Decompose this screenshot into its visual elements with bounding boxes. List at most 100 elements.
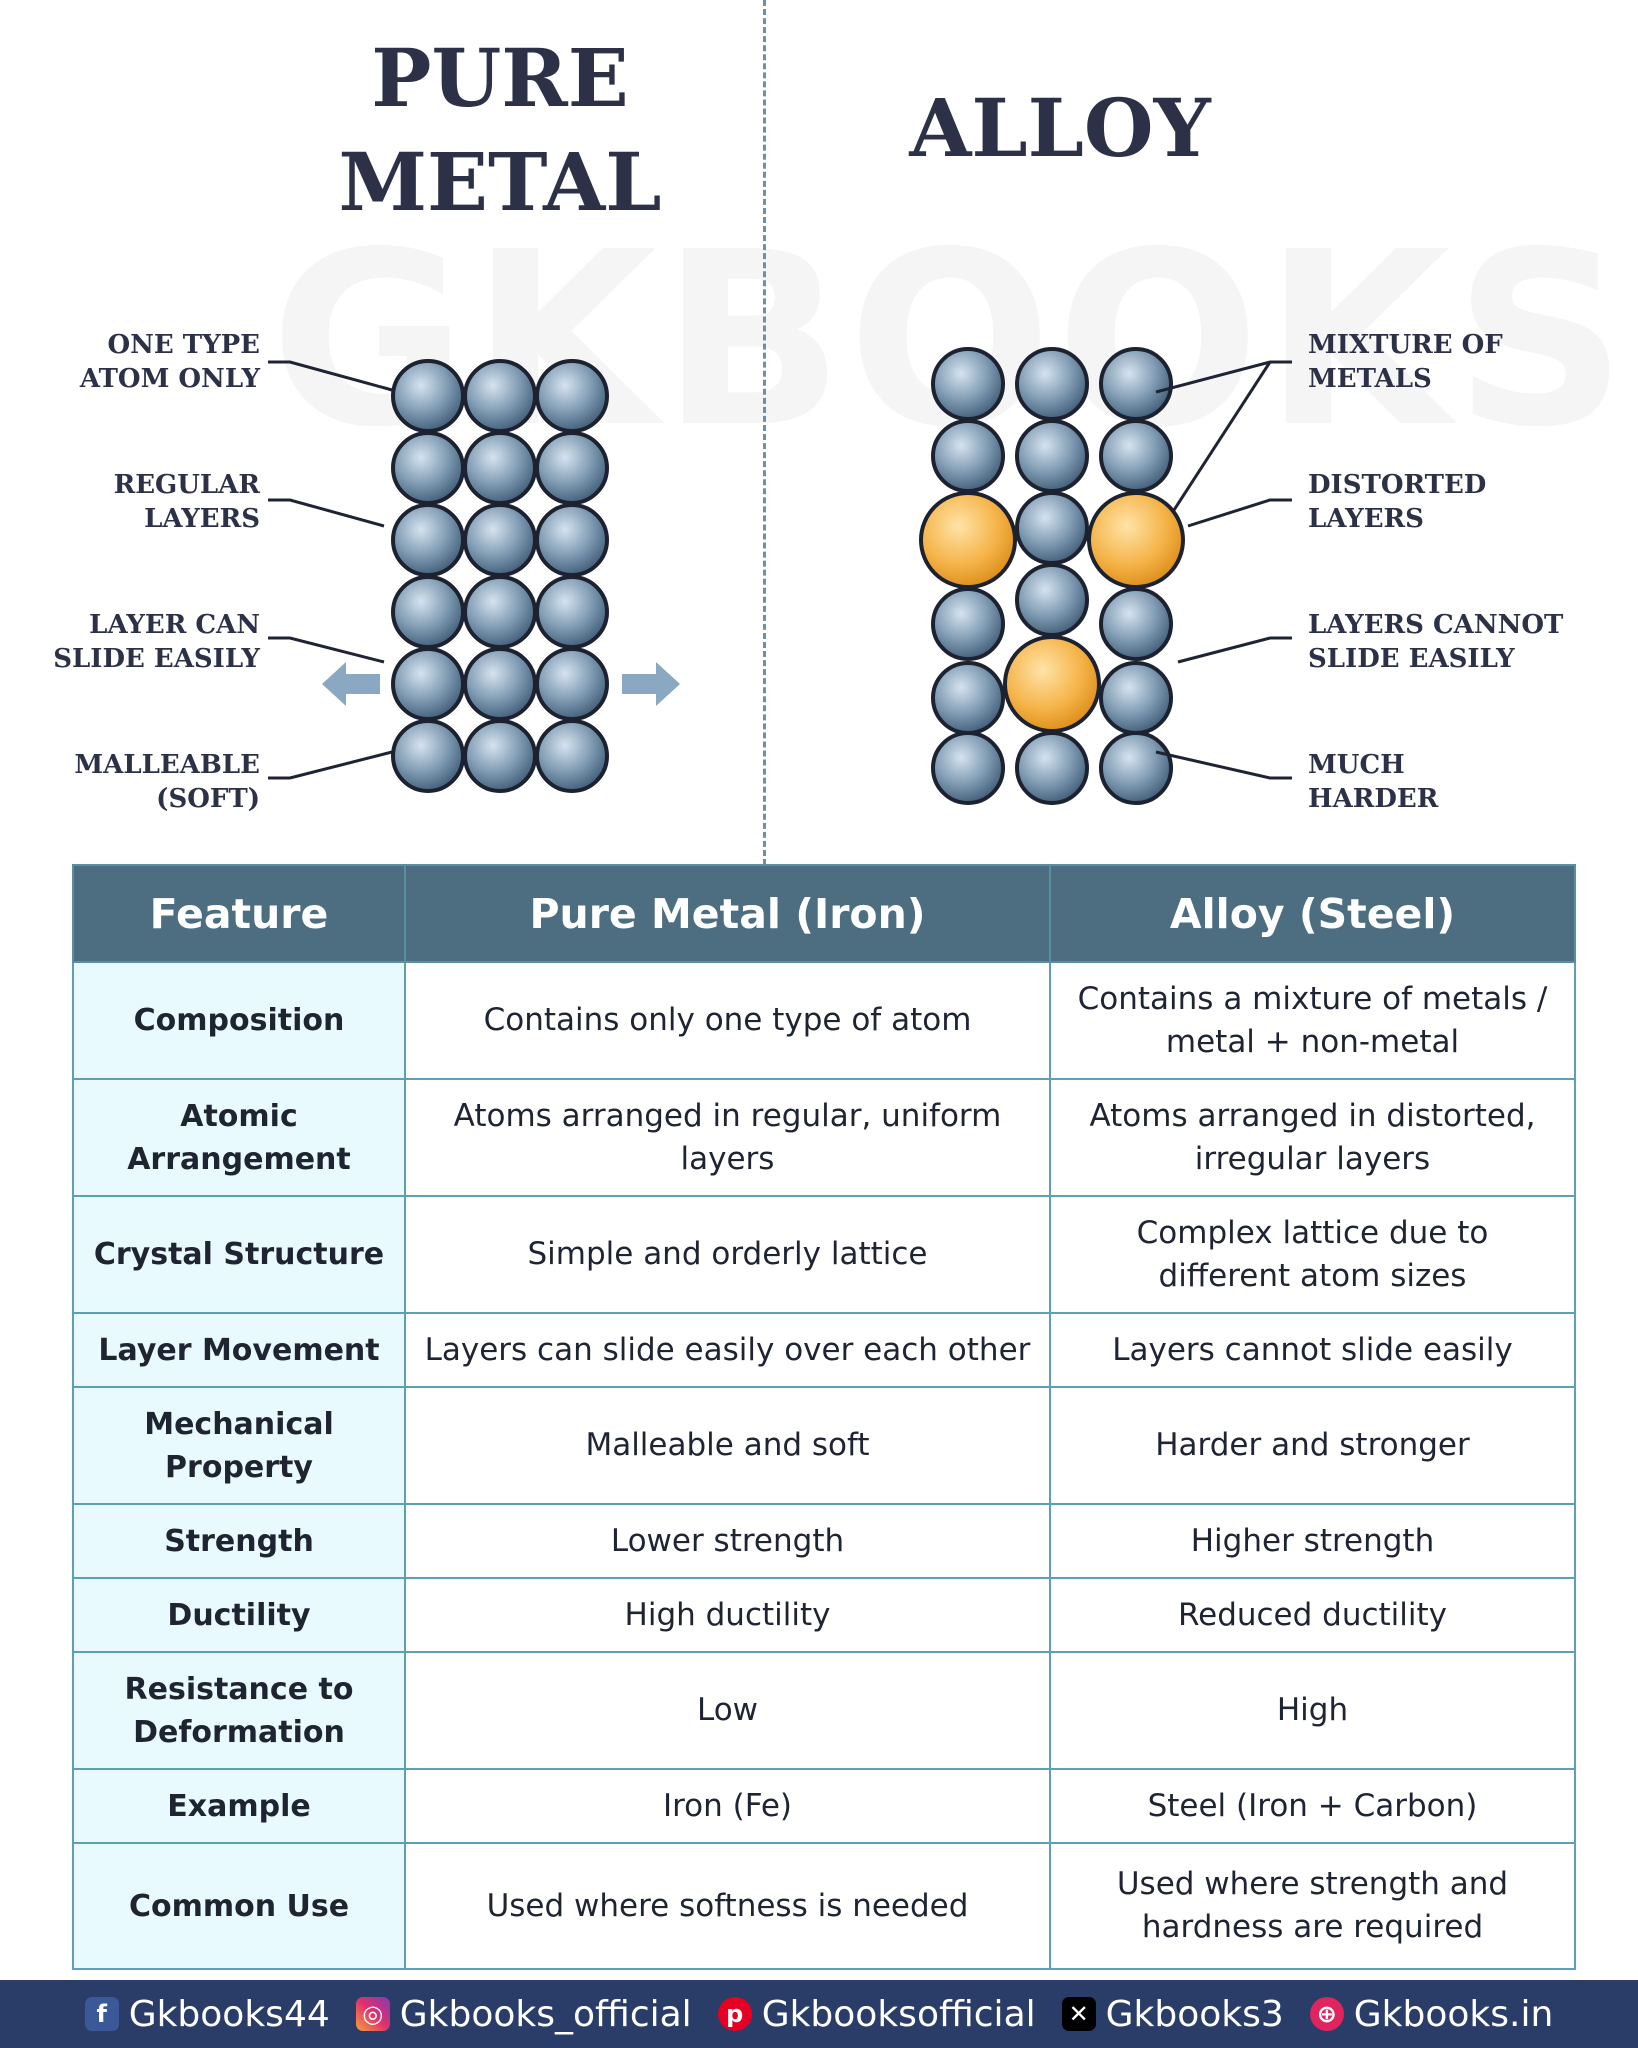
feature-cell: Layer Movement [72, 1312, 406, 1388]
left-arrow-icon [322, 662, 380, 706]
feature-cell: Mechanical Property [72, 1386, 406, 1505]
alloy-atom [1087, 491, 1185, 589]
metal-atom [463, 575, 537, 649]
leader-line [268, 636, 385, 664]
alloy-cell: Steel (Iron + Carbon) [1049, 1768, 1576, 1844]
feature-cell: Common Use [72, 1842, 406, 1970]
social-x[interactable]: ✕ Gkbooks3 [1061, 1994, 1284, 2035]
metal-atom [1099, 731, 1173, 805]
metal-atom [1015, 419, 1089, 493]
metal-atom [1015, 491, 1089, 565]
pure-metal-cell: Simple and orderly lattice [404, 1195, 1051, 1314]
alloy-cell: Higher strength [1049, 1503, 1576, 1579]
alloy-cell: High [1049, 1651, 1576, 1770]
callout-regular-layers: REGULAR LAYERS [113, 470, 260, 534]
callout-mixture-of-metals: MIXTURE OF METALS [1308, 330, 1503, 394]
callout-distorted-layers: DISTORTED LAYERS [1308, 470, 1487, 534]
header-pure-metal: Pure Metal (Iron) [404, 864, 1051, 963]
facebook-icon: f [84, 1997, 119, 2031]
leader-line [1177, 636, 1292, 664]
alloy-cell: Contains a mixture of metals / metal + n… [1049, 961, 1576, 1080]
comparison-table: Feature Pure Metal (Iron) Alloy (Steel) … [72, 864, 1576, 1970]
alloy-lattice [919, 347, 1185, 805]
metal-atom [391, 503, 465, 577]
social-label: Gkbooks44 [128, 1993, 330, 2035]
metal-atom [1099, 419, 1173, 493]
social-label: Gkbooksofficial [761, 1993, 1036, 2035]
feature-cell: Example [72, 1768, 406, 1844]
social-label: Gkbooks.in [1353, 1993, 1554, 2035]
metal-atom [1015, 347, 1089, 421]
metal-atom [1015, 563, 1089, 637]
alloy-cell: Atoms arranged in distorted, irregular l… [1049, 1078, 1576, 1197]
pure-metal-cell: Lower strength [404, 1503, 1051, 1579]
social-label: Gkbooks_official [399, 1993, 692, 2035]
metal-atom [463, 431, 537, 505]
feature-cell: Crystal Structure [72, 1195, 406, 1314]
metal-atom [463, 359, 537, 433]
metal-atom [535, 431, 609, 505]
header-alloy: Alloy (Steel) [1049, 864, 1576, 963]
leader-line [268, 360, 393, 392]
metal-atom [931, 587, 1005, 661]
pure-metal-cell: Contains only one type of atom [404, 961, 1051, 1080]
metal-atom [535, 503, 609, 577]
globe-icon: ⊕ [1309, 1997, 1344, 2031]
metal-atom [535, 359, 609, 433]
pure-metal-cell: Layers can slide easily over each other [404, 1312, 1051, 1388]
metal-atom [391, 647, 465, 721]
metal-atom [463, 719, 537, 793]
atom-diagrams [268, 347, 1292, 805]
pure-metal-cell: Atoms arranged in regular, uniform layer… [404, 1078, 1051, 1197]
social-facebook[interactable]: f Gkbooks44 [84, 1993, 330, 2035]
pure-metal-cell: Low [404, 1651, 1051, 1770]
leader-line [1155, 360, 1292, 394]
feature-cell: Atomic Arrangement [72, 1078, 406, 1197]
table-header-row: Feature Pure Metal (Iron) Alloy (Steel) [72, 864, 1576, 963]
social-website[interactable]: ⊕ Gkbooks.in [1309, 1993, 1554, 2035]
metal-atom [535, 719, 609, 793]
alloy-cell: Complex lattice due to different atom si… [1049, 1195, 1576, 1314]
leader-lines [268, 360, 1292, 780]
social-pinterest[interactable]: p Gkbooksofficial [717, 1993, 1036, 2035]
alloy-cell: Layers cannot slide easily [1049, 1312, 1576, 1388]
metal-atom [535, 575, 609, 649]
feature-cell: Resistance to Deformation [72, 1651, 406, 1770]
metal-atom [391, 575, 465, 649]
alloy-cell: Used where strength and hardness are req… [1049, 1842, 1576, 1970]
metal-atom [1099, 661, 1173, 735]
feature-cell: Composition [72, 961, 406, 1080]
alloy-atom [1003, 635, 1101, 733]
feature-cell: Ductility [72, 1577, 406, 1653]
metal-atom [391, 431, 465, 505]
metal-atom [1015, 731, 1089, 805]
metal-atom [391, 359, 465, 433]
leader-line [1172, 361, 1272, 511]
alloy-title: ALLOY [909, 81, 1211, 175]
pure-metal-title: PURE METAL [338, 31, 662, 229]
leader-line [1187, 498, 1292, 528]
pure-metal-cell: Malleable and soft [404, 1386, 1051, 1505]
metal-atom [463, 503, 537, 577]
header-feature: Feature [72, 864, 406, 963]
pinterest-icon: p [717, 1997, 752, 2031]
callout-layers-cannot-slide: LAYERS CANNOT SLIDE EASILY [1308, 610, 1564, 674]
pure-metal-cell: High ductility [404, 1577, 1051, 1653]
leader-line [268, 498, 385, 528]
pure-metal-cell: Used where softness is needed [404, 1842, 1051, 1970]
metal-atom [535, 647, 609, 721]
social-instagram[interactable]: ◎ Gkbooks_official [355, 1993, 692, 2035]
pure-metal-cell: Iron (Fe) [404, 1768, 1051, 1844]
metal-atom [931, 419, 1005, 493]
center-divider [763, 0, 766, 865]
alloy-cell: Reduced ductility [1049, 1577, 1576, 1653]
